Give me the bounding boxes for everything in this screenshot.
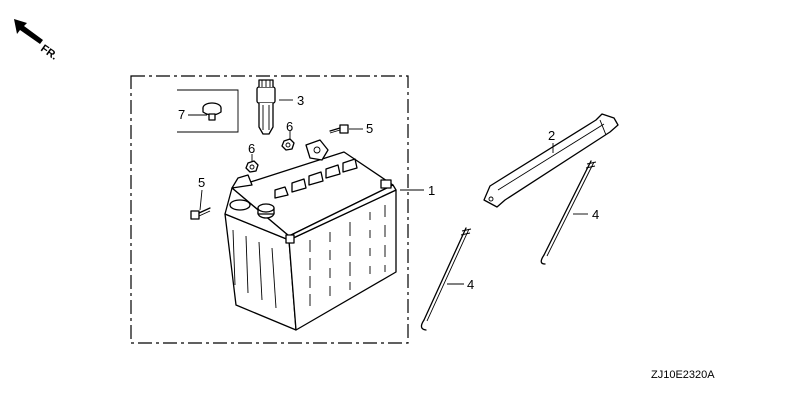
callout-5: 5 <box>198 175 205 190</box>
battery-hold-bracket-icon <box>483 113 619 208</box>
battery-icon <box>224 139 397 331</box>
terminal-bolt-icon <box>329 124 349 134</box>
direction-label: FR. <box>38 43 59 63</box>
front-direction-arrow-icon <box>14 19 43 44</box>
callout-1: 1 <box>428 183 435 198</box>
leader-lines <box>188 99 588 285</box>
terminal-bolt-icon <box>190 207 211 220</box>
callout-7: 7 <box>178 107 185 122</box>
battery-hold-rod-icon <box>540 160 597 265</box>
assembly-frame <box>130 75 409 344</box>
callout-6: 6 <box>248 141 255 156</box>
battery-cap-icon <box>256 79 276 135</box>
vent-plug-icon <box>202 102 222 121</box>
diagram-code: ZJ10E2320A <box>651 369 715 381</box>
battery-hold-rod-icon <box>420 227 472 331</box>
callout-4: 4 <box>592 207 599 222</box>
callout-6: 6 <box>286 119 293 134</box>
callout-4: 4 <box>467 277 474 292</box>
callout-2: 2 <box>548 128 555 143</box>
callout-3: 3 <box>297 93 304 108</box>
callout-5: 5 <box>366 121 373 136</box>
vent-plug-inset <box>177 89 239 133</box>
terminal-nut-icon <box>281 138 295 151</box>
terminal-nut-icon <box>245 160 259 173</box>
